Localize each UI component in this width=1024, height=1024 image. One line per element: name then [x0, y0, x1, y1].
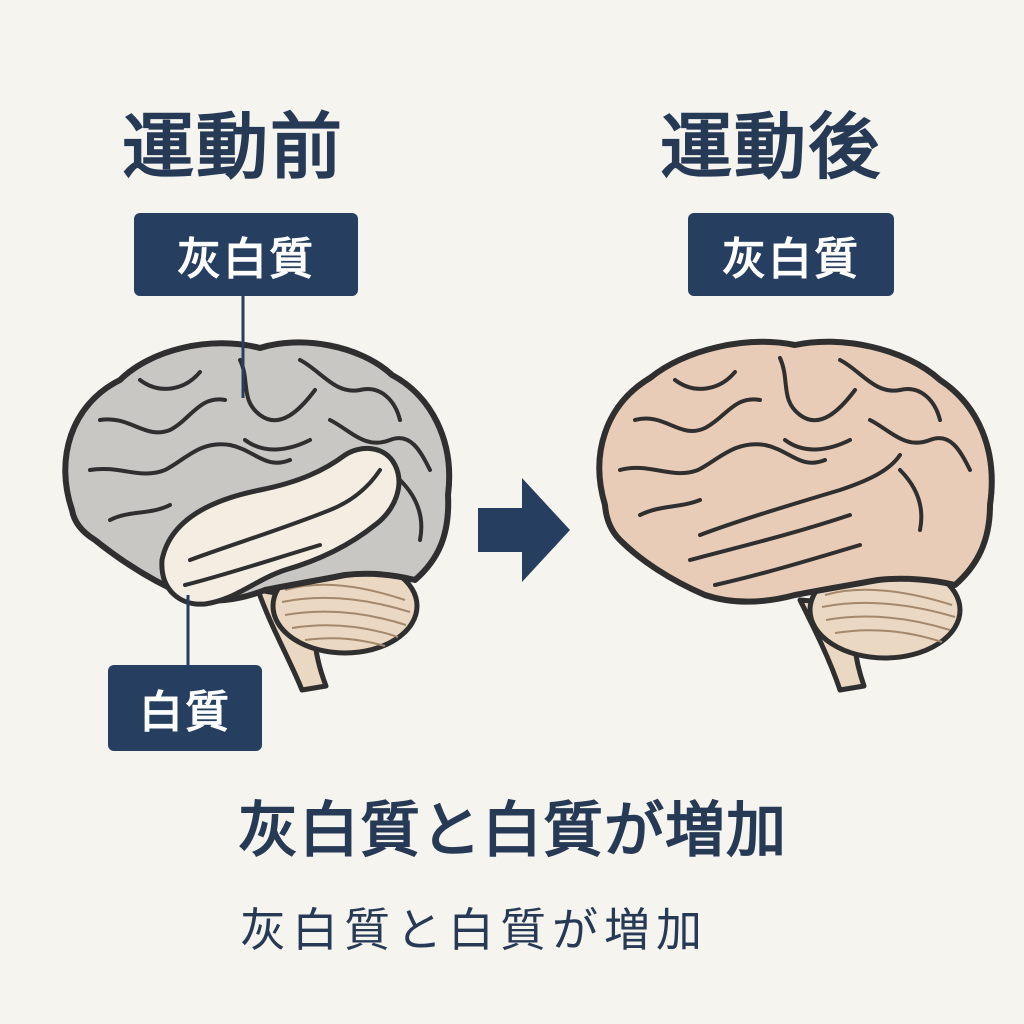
- brain-after: [596, 338, 995, 693]
- title-before-exercise: 運動前: [122, 105, 345, 189]
- label-white-matter: 白質: [108, 665, 262, 751]
- cerebrum-after: [596, 338, 995, 605]
- caption-main: 灰白質と白質が増加: [238, 796, 787, 866]
- title-after-exercise: 運動後: [660, 105, 883, 189]
- label-gray-matter-after: 灰白質: [688, 213, 894, 296]
- arrow-right-icon: [478, 478, 570, 582]
- white-matter-region: [159, 445, 402, 607]
- caption-sub: 灰白質と白質が増加: [240, 903, 708, 957]
- brain-before: [62, 296, 453, 693]
- label-gray-matter-before: 灰白質: [134, 213, 358, 296]
